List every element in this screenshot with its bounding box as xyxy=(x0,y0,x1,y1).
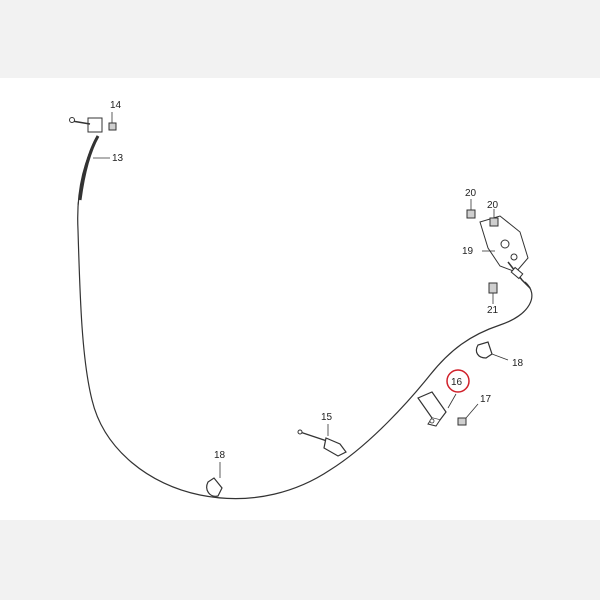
part-16-bracket xyxy=(417,391,457,427)
callout-15: 15 xyxy=(321,412,333,423)
callout-21: 21 xyxy=(487,305,499,316)
part-15-clamp xyxy=(297,424,347,457)
callout-13: 13 xyxy=(112,153,124,164)
part-18-clip-upper xyxy=(475,341,509,361)
diagram-sheet xyxy=(0,78,600,520)
part-14-bolt xyxy=(108,112,117,131)
callout-20-right: 20 xyxy=(487,200,499,211)
part-20-bolt-right xyxy=(489,209,499,227)
callout-19: 19 xyxy=(462,246,474,257)
part-18-clip-lower xyxy=(206,462,223,497)
part-17-bolt xyxy=(457,403,479,426)
callout-17: 17 xyxy=(480,394,492,405)
part-19-bracket xyxy=(479,215,531,289)
part-16-highlight-ring xyxy=(446,369,470,393)
part-13-cable-end xyxy=(69,117,103,206)
part-20-bolt-left xyxy=(466,199,476,219)
callout-20-left: 20 xyxy=(465,188,477,199)
part-21-nut xyxy=(488,282,498,304)
callout-16: 16 xyxy=(451,377,463,388)
callout-14: 14 xyxy=(110,100,122,111)
callout-18-upper: 18 xyxy=(512,358,524,369)
callout-18-lower: 18 xyxy=(214,450,226,461)
cable xyxy=(77,135,533,500)
